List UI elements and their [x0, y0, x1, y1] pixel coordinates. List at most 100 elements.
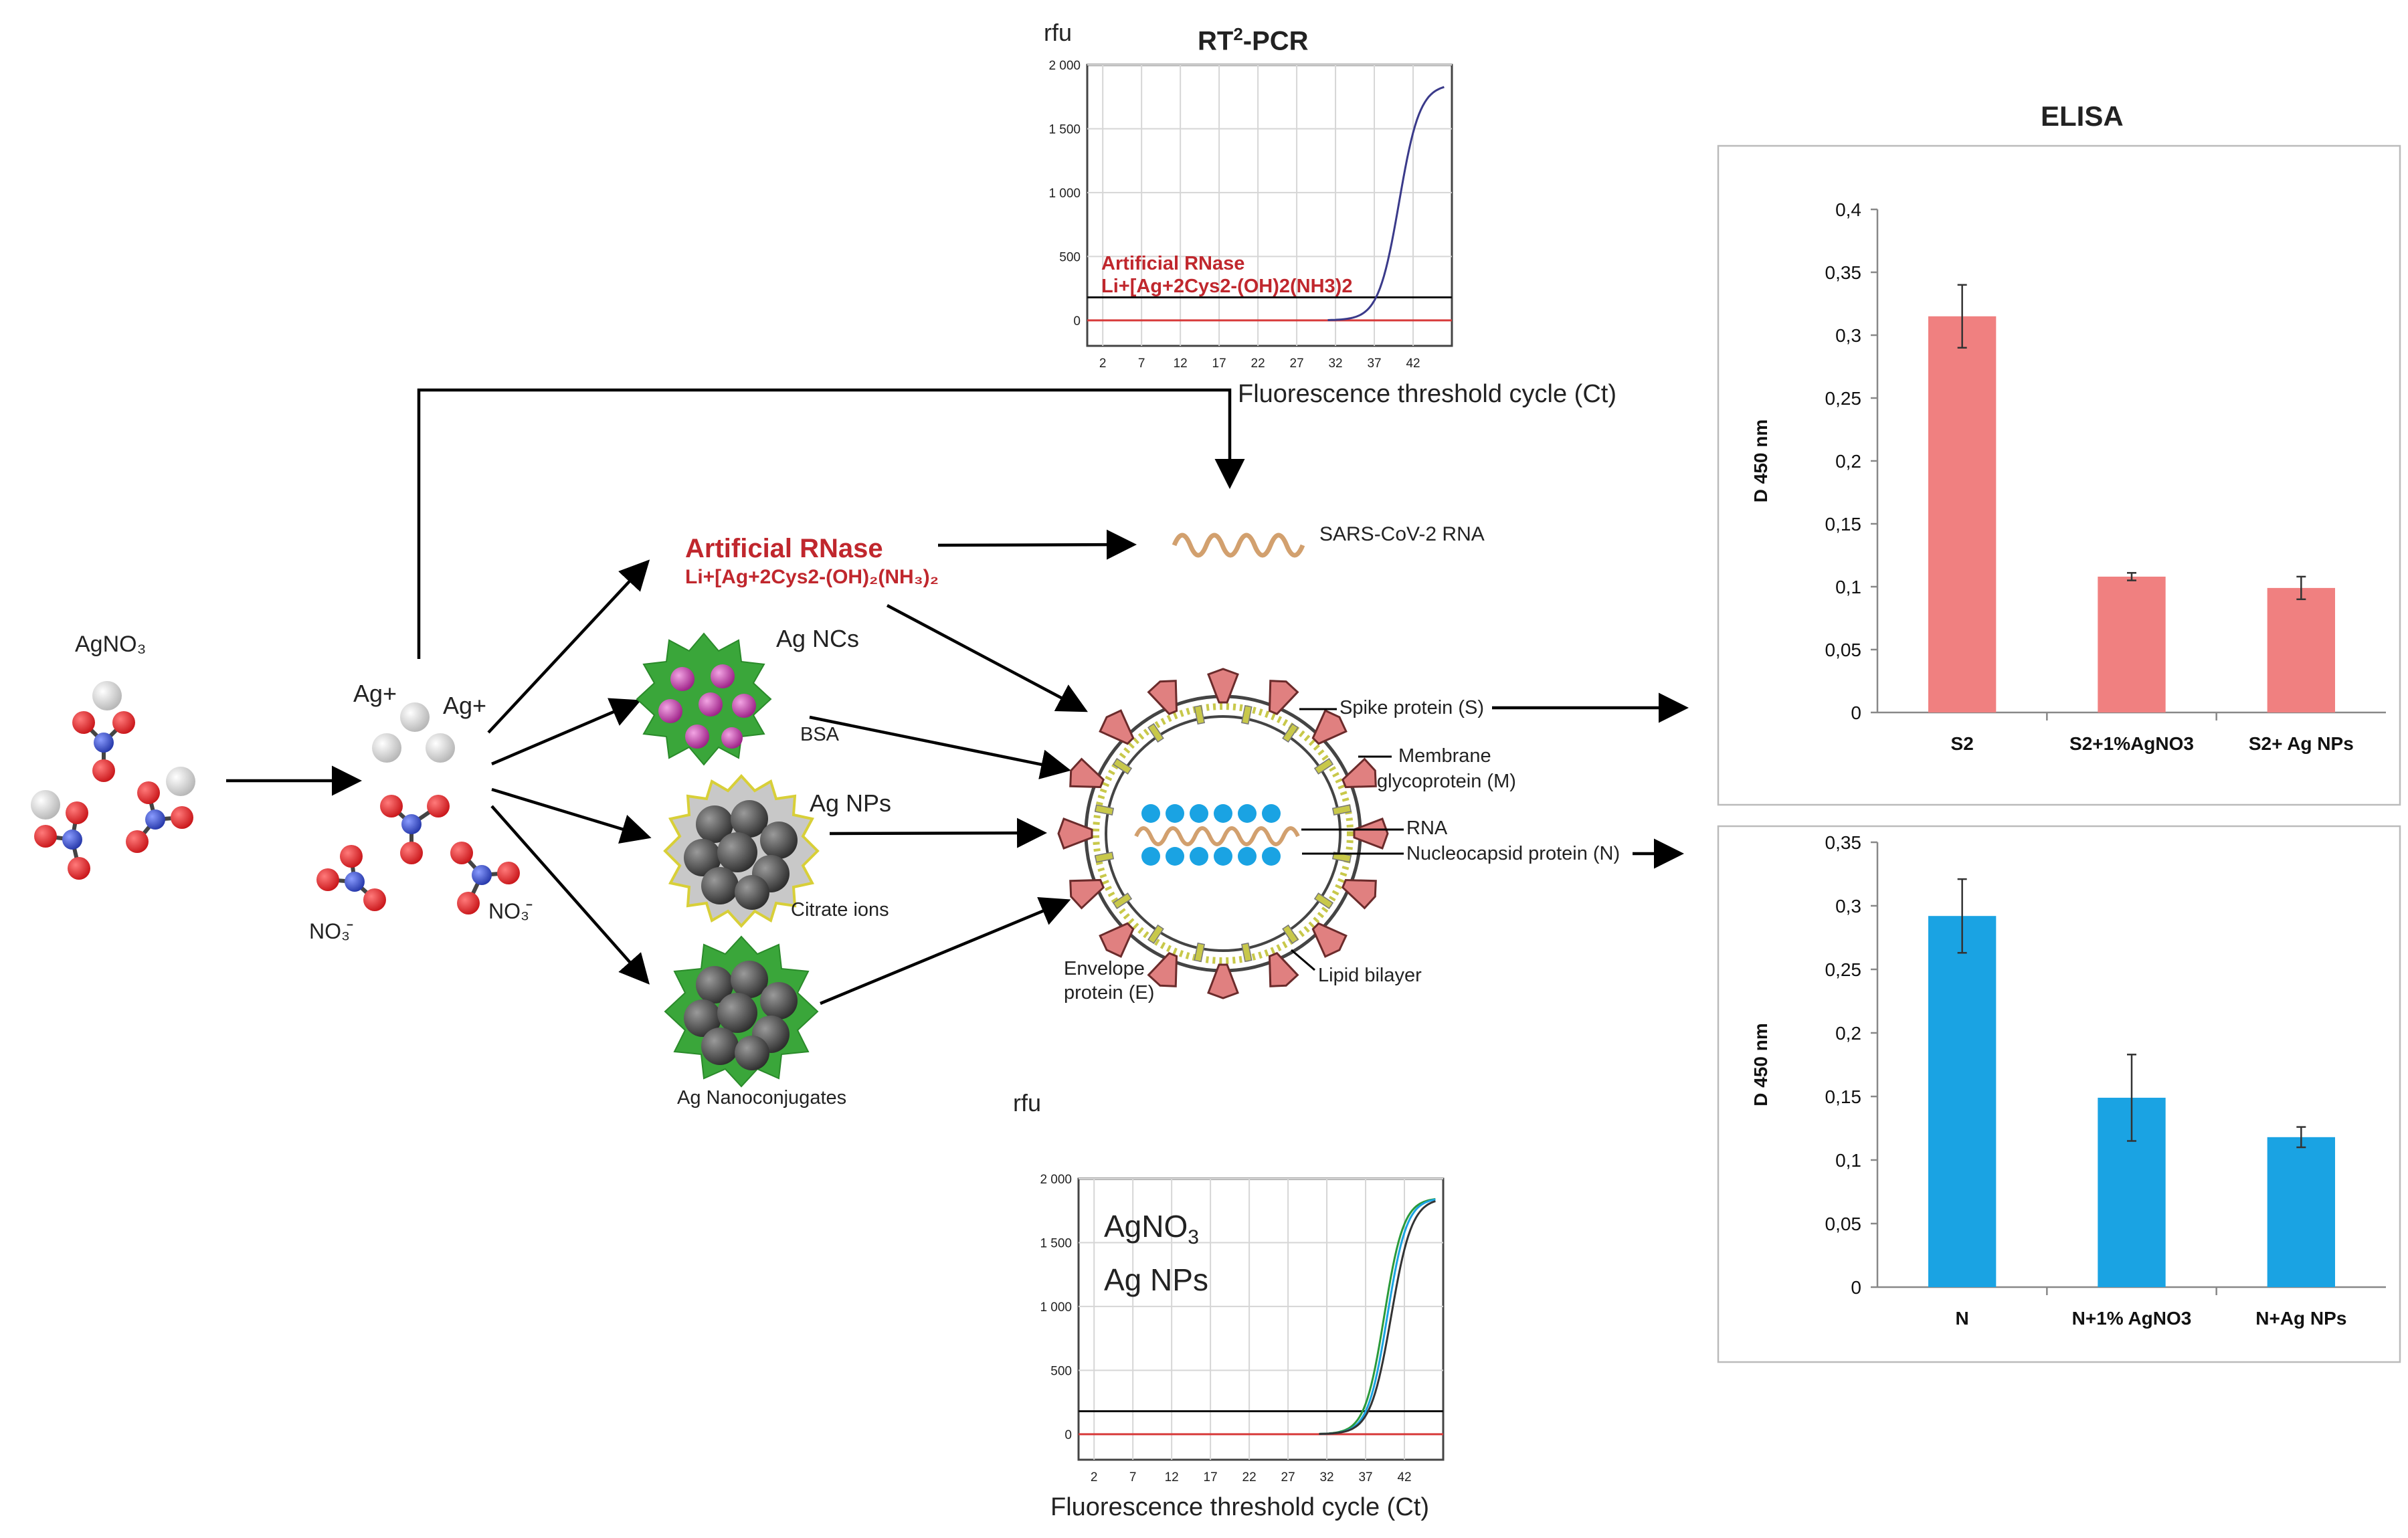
y-tick-label: 0,15 — [1825, 1086, 1862, 1107]
membrane-label: Membrane — [1398, 745, 1491, 767]
spike-protein-icon — [1207, 668, 1239, 704]
membrane-protein-icon — [1331, 804, 1352, 816]
y-tick-label: 1 500 — [1048, 122, 1081, 136]
agno3-label: AgNO₃ — [75, 632, 147, 657]
ag-nps-particle — [663, 774, 820, 928]
bsa-label: BSA — [800, 724, 840, 745]
pcr-bottom-ylabel: rfu — [1013, 1089, 1042, 1117]
pcr-top-legend-2: Li+[Ag+2Cys2-(OH)2(NH3)2 — [1101, 276, 1353, 297]
membrane-protein-icon — [1147, 924, 1164, 945]
y-tick-label: 0,2 — [1835, 451, 1861, 472]
sars-rna-label: SARS-CoV-2 RNA — [1319, 523, 1485, 545]
arrow-ncs-to-virus — [809, 715, 1071, 779]
bar — [2098, 576, 2166, 712]
spike-protein-icon — [1147, 680, 1178, 715]
spike-protein-icon — [1268, 680, 1299, 715]
spike-protein-icon — [1099, 922, 1135, 958]
pcr-bottom-legend-1: AgNO3 — [1104, 1209, 1199, 1249]
y-tick-label: 0,25 — [1825, 959, 1862, 980]
bar — [1928, 916, 1997, 1287]
pcr-top-title: RT2-PCR — [1198, 24, 1309, 56]
arrow-to-nanoconjugates — [490, 805, 650, 985]
y-tick-label: 1 000 — [1048, 187, 1081, 201]
y-tick-label: 0,1 — [1835, 1150, 1861, 1171]
membrane-protein-icon — [1282, 723, 1299, 743]
amplification-curve — [1319, 1200, 1436, 1435]
pcr-bottom-xlabel: Fluorescence threshold cycle (Ct) — [1050, 1493, 1429, 1521]
arrow-nanoconj-to-virus — [820, 897, 1071, 1005]
spike-protein-icon — [1099, 709, 1135, 745]
y-tick-label: 0,05 — [1825, 1214, 1862, 1234]
y-tick-label: 1 500 — [1040, 1236, 1072, 1250]
membrane-protein-icon — [1313, 758, 1334, 775]
x-tick-label: 37 — [1367, 357, 1381, 371]
membrane-protein-icon — [1240, 704, 1253, 725]
membrane-protein-icon — [1282, 924, 1299, 945]
membrane-protein-icon — [1240, 942, 1253, 963]
silver-ions — [372, 702, 455, 763]
y-tick-label: 0,1 — [1835, 577, 1861, 597]
arrow-nps-to-virus — [829, 818, 1047, 848]
bar — [1928, 316, 1997, 712]
x-tick-label: N+1% AgNO3 — [2072, 1308, 2192, 1329]
nitrate-label: NO₃̄ — [488, 899, 530, 923]
x-tick-label: S2+1%AgNO3 — [2069, 733, 2194, 754]
x-tick-label: N — [1956, 1308, 1969, 1329]
y-tick-label: 0 — [1064, 1428, 1072, 1442]
arrow-to-rnase — [487, 559, 650, 734]
spike-protein-icon — [1353, 818, 1389, 850]
membrane-protein-icon — [1313, 892, 1334, 909]
pcr-top-xlabel: Fluorescence threshold cycle (Ct) — [1238, 380, 1616, 408]
y-tick-label: 0 — [1073, 314, 1081, 328]
x-tick-label: 27 — [1290, 357, 1304, 371]
nucleocapsid-rna — [1134, 804, 1300, 866]
elisa-title: ELISA — [2041, 100, 2124, 132]
x-tick-label: 32 — [1328, 357, 1342, 371]
agno3-molecules — [31, 681, 195, 880]
y-tick-label: 2 000 — [1040, 1173, 1072, 1187]
spike-protein-icon — [1207, 963, 1239, 999]
membrane-protein-icon — [1112, 758, 1133, 775]
x-tick-label: S2 — [1951, 733, 1974, 754]
ag-nanoconjugates-particle — [664, 935, 819, 1088]
y-tick-label: 0,35 — [1825, 832, 1862, 853]
y-axis-label: D 450 nm — [1750, 419, 1771, 503]
ag-ion-label: Ag+ — [353, 680, 397, 707]
y-tick-label: 1 000 — [1040, 1301, 1072, 1315]
y-tick-label: 0,4 — [1835, 199, 1861, 220]
virus-leader-lines — [1291, 708, 1404, 971]
x-tick-label: 17 — [1204, 1470, 1218, 1484]
x-tick-label: 2 — [1091, 1470, 1098, 1484]
x-tick-label: 22 — [1242, 1470, 1257, 1484]
nucleocapsid-label: Nucleocapsid protein (N) — [1406, 843, 1620, 864]
y-tick-label: 0,3 — [1835, 325, 1861, 346]
membrane-label-2: glycoprotein (M) — [1377, 771, 1516, 792]
membrane-protein-icon — [1147, 723, 1164, 743]
x-tick-label: 7 — [1138, 357, 1145, 371]
membrane-protein-icon — [1094, 851, 1115, 863]
spike-protein-icon — [1069, 878, 1105, 910]
pcr-top-legend-1: Artificial RNase — [1101, 253, 1245, 274]
x-tick-label: N+Ag NPs — [2255, 1308, 2346, 1329]
amplification-curve — [1327, 86, 1445, 321]
lipid-bilayer-label: Lipid bilayer — [1318, 965, 1422, 986]
nitrate-molecule — [34, 801, 90, 880]
envelope-label: Envelope — [1064, 958, 1145, 979]
ag-nanoconjugates-label: Ag Nanoconjugates — [677, 1087, 847, 1109]
spike-protein-icon — [1268, 952, 1299, 987]
virus-particle — [1057, 668, 1389, 999]
nitrate-molecule — [72, 711, 135, 782]
ag-ion-label: Ag+ — [443, 692, 487, 719]
y-axis-label: D 450 nm — [1750, 1023, 1771, 1107]
y-tick-label: 0,25 — [1825, 388, 1862, 409]
x-tick-label: 12 — [1174, 357, 1188, 371]
y-tick-label: 0,35 — [1825, 262, 1862, 283]
bar — [2267, 587, 2335, 712]
x-tick-label: 22 — [1251, 357, 1265, 371]
arrow-to-nps — [491, 787, 652, 844]
arrow-ions-to-rna — [417, 388, 1245, 659]
ag-nps-label: Ag NPs — [810, 789, 892, 817]
citrate-ions-label: Citrate ions — [791, 899, 889, 921]
